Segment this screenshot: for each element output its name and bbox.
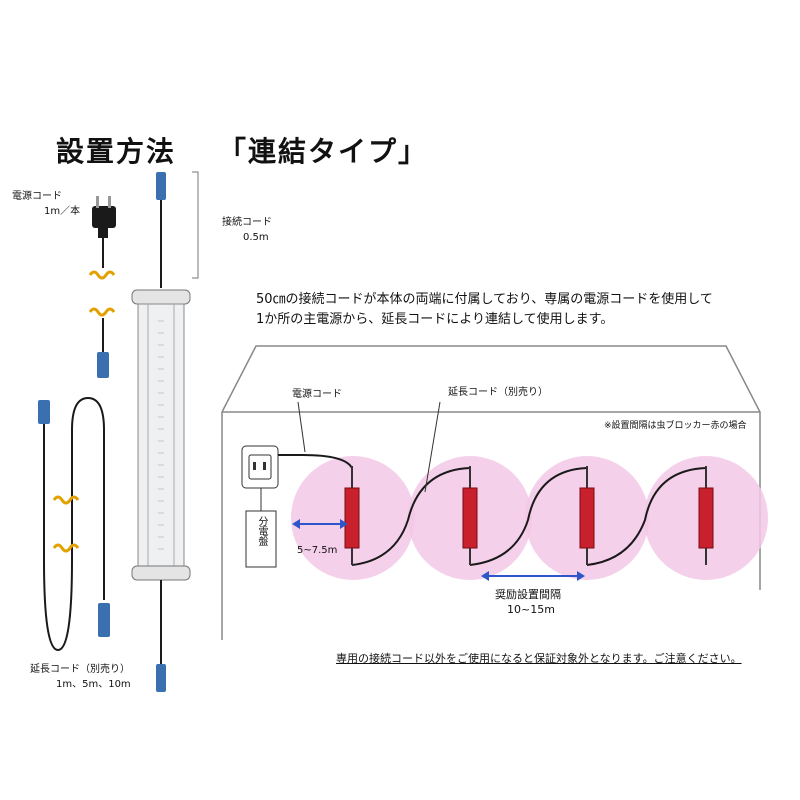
interval-value: 10~15m (507, 603, 555, 616)
extension-cord (38, 396, 110, 652)
red-lamp-2 (462, 466, 478, 565)
interval-arrow (481, 571, 585, 581)
ext-cord-length: 1m、5m、10m (56, 679, 131, 690)
connection-cord-top (156, 171, 199, 288)
diagram-power-cord-label: 電源コード (292, 389, 342, 400)
connect-cord-length: 0.5m (243, 232, 269, 243)
connect-cord-label: 接続コード (222, 217, 272, 228)
page-title: 設置方法 (56, 135, 177, 168)
red-lamp-3 (579, 466, 595, 565)
radius-arrow (292, 519, 348, 529)
page-subtitle: 「連結タイプ」 (218, 135, 429, 168)
red-lamp-4 (698, 466, 714, 565)
power-cord-label: 電源コード (12, 191, 62, 202)
power-plug-icon (88, 196, 116, 280)
description-line-1: 50㎝の接続コードが本体の両端に付属しており、専属の電源コードを使用して (256, 292, 713, 307)
interval-note: ※設置間隔は虫ブロッカー赤の場合 (604, 421, 747, 431)
greenhouse-outline (221, 345, 761, 640)
power-cord-length: 1m／本 (44, 206, 81, 217)
interval-label: 奨励設置間隔 (495, 588, 561, 601)
warning-note: 専用の接続コード以外をご使用になると保証対象外となります。ご注意ください。 (336, 652, 742, 665)
connection-cord-bottom (156, 580, 166, 692)
red-lamp-1 (344, 466, 360, 565)
red-lamps (344, 466, 714, 565)
diagram-ext-cord-label: 延長コード（別売り） (448, 387, 548, 398)
radius-label: 5~7.5m (297, 545, 338, 556)
description-line-2: 1か所の主電源から、延長コードにより連結して使用します。 (256, 312, 614, 327)
ext-cord-label: 延長コード（別売り） (30, 664, 130, 675)
power-cord-lower (88, 307, 116, 378)
breaker-label: 分電盤 (256, 516, 267, 546)
breaker-box (245, 510, 277, 568)
lamp-tube (131, 289, 191, 581)
outlet-icon (241, 445, 279, 489)
